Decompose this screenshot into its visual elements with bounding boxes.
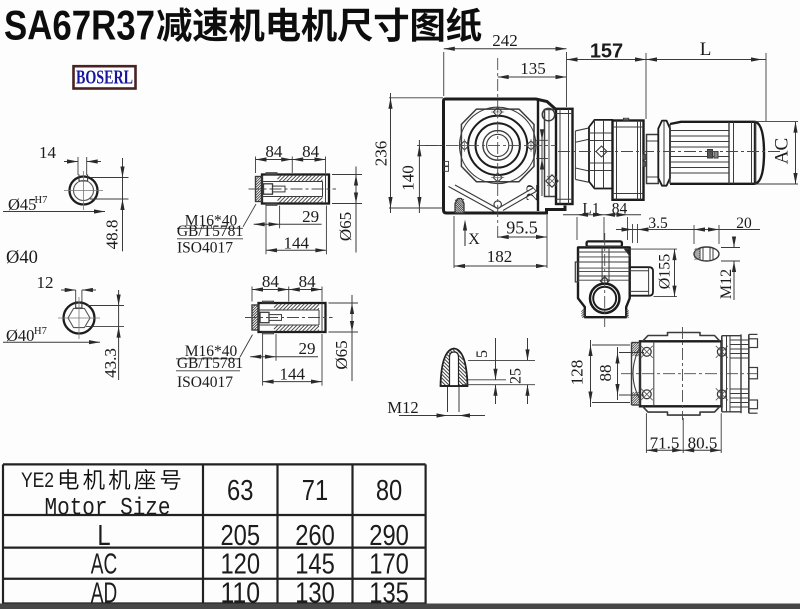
svg-text:Ø40: Ø40: [6, 248, 38, 268]
svg-text:135: 135: [520, 59, 546, 78]
svg-text:H7: H7: [34, 326, 47, 337]
svg-text:BOSERL: BOSERL: [76, 68, 133, 89]
svg-text:182: 182: [487, 247, 513, 266]
svg-text:88: 88: [596, 365, 615, 382]
svg-text:84: 84: [299, 272, 317, 291]
svg-text:ISO4017: ISO4017: [177, 240, 233, 257]
svg-text:M12: M12: [387, 398, 418, 417]
svg-text:63: 63: [227, 475, 253, 507]
svg-text:84: 84: [612, 201, 628, 218]
svg-text:260: 260: [295, 520, 335, 552]
svg-text:3.5: 3.5: [648, 215, 668, 232]
svg-text:71.5: 71.5: [650, 433, 680, 452]
svg-text:242: 242: [492, 31, 518, 50]
svg-text:GB/T5781: GB/T5781: [177, 223, 243, 240]
svg-text:14: 14: [39, 143, 57, 162]
svg-text:140: 140: [398, 165, 417, 191]
svg-text:X: X: [468, 231, 480, 248]
svg-text:80.5: 80.5: [688, 433, 718, 452]
svg-text:84: 84: [262, 272, 280, 291]
svg-text:M16*40: M16*40: [185, 343, 238, 360]
svg-text:290: 290: [369, 520, 409, 552]
svg-text:128: 128: [567, 360, 586, 386]
svg-text:145: 145: [295, 549, 335, 581]
svg-text:M12: M12: [718, 269, 735, 299]
svg-text:Ø155: Ø155: [657, 254, 674, 290]
svg-text:120: 120: [220, 549, 260, 581]
svg-text:157: 157: [590, 41, 623, 63]
svg-text:29: 29: [299, 339, 316, 358]
svg-text:71: 71: [302, 475, 328, 507]
svg-text:95.5: 95.5: [506, 218, 538, 238]
svg-text:48.8: 48.8: [102, 220, 121, 250]
svg-text:25: 25: [508, 368, 525, 384]
svg-text:Ø65: Ø65: [332, 340, 351, 369]
svg-text:Motor Size: Motor Size: [45, 494, 171, 523]
svg-text:170: 170: [369, 549, 409, 581]
svg-text:29: 29: [302, 207, 319, 226]
svg-text:84: 84: [302, 142, 320, 161]
svg-text:43.3: 43.3: [101, 348, 120, 378]
svg-text:205: 205: [220, 520, 260, 552]
svg-text:GB/T5781: GB/T5781: [177, 355, 243, 372]
svg-text:84: 84: [265, 142, 283, 161]
svg-text:80: 80: [376, 475, 402, 507]
svg-text:144: 144: [283, 233, 309, 252]
svg-text:Ø65: Ø65: [336, 212, 355, 241]
svg-text:YE2: YE2: [21, 468, 54, 492]
svg-text:L: L: [700, 39, 712, 60]
svg-text:236: 236: [371, 141, 390, 167]
svg-text:12: 12: [37, 273, 54, 292]
svg-text:AC: AC: [91, 549, 117, 581]
svg-text:SA67R37: SA67R37: [4, 2, 155, 49]
svg-text:Ø45: Ø45: [8, 195, 36, 214]
svg-text:L: L: [97, 520, 110, 552]
svg-text:ISO4017: ISO4017: [177, 374, 233, 391]
svg-text:H7: H7: [35, 195, 48, 206]
svg-text:144: 144: [280, 365, 306, 384]
svg-text:AC: AC: [771, 138, 792, 164]
svg-text:M16*40: M16*40: [185, 213, 238, 230]
svg-text:20: 20: [736, 215, 752, 232]
svg-text:Ø40: Ø40: [6, 326, 34, 345]
svg-text:5: 5: [474, 350, 491, 358]
